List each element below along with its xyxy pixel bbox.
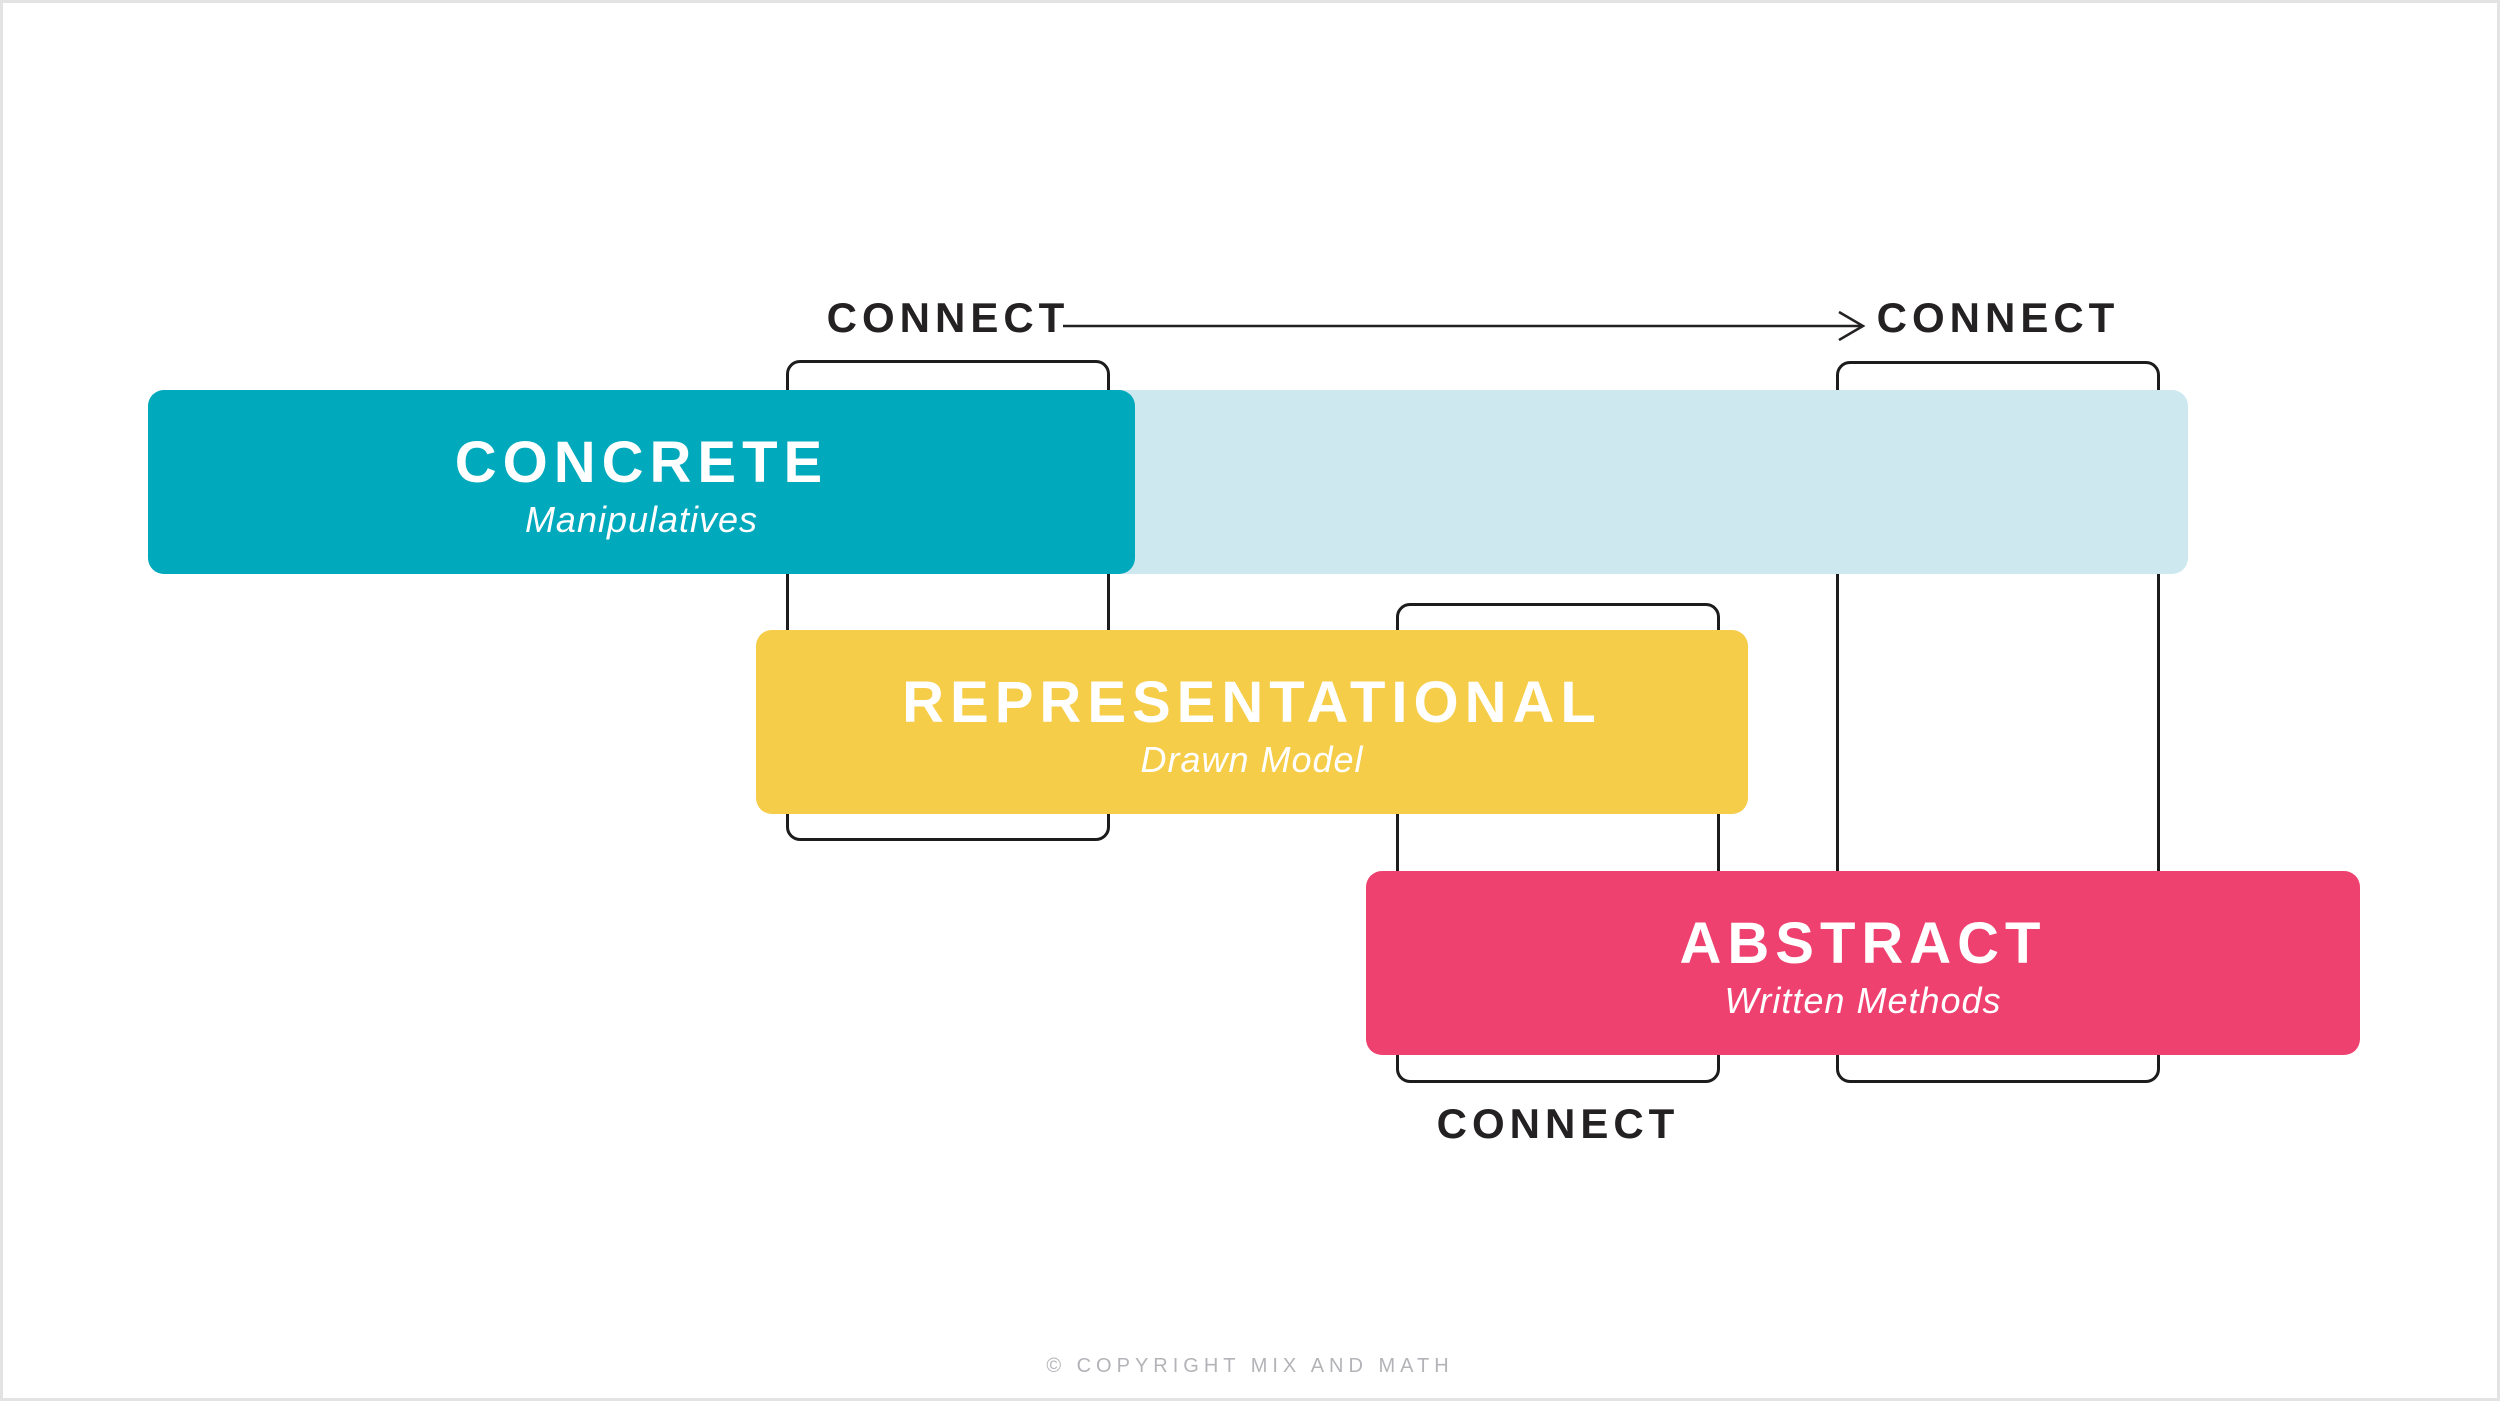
stage-subtitle-concrete: Manipulatives — [524, 499, 759, 540]
stage-title-concrete: CONCRETE — [454, 430, 829, 495]
stage-bar-abstract: ABSTRACT Written Methods — [1366, 871, 2360, 1055]
stage-subtitle-representational: Drawn Model — [1140, 739, 1364, 780]
connector-box-representational-abstract — [1396, 603, 1720, 1083]
connect-arrow — [1063, 310, 1866, 342]
stage-bar-abstract-content: ABSTRACT Written Methods — [1680, 915, 2047, 1019]
connect-label-bottom: CONNECT — [1436, 1100, 1680, 1147]
stage-bar-representational-content: REPRESENTATIONAL Drawn Model — [902, 674, 1602, 778]
stage-title-abstract: ABSTRACT — [1679, 911, 2047, 976]
connector-box-concrete-representational — [786, 360, 1110, 841]
connect-label-top-right: CONNECT — [1876, 294, 2120, 341]
stage-title-representational: REPRESENTATIONAL — [902, 670, 1602, 735]
connect-label-top-left: CONNECT — [826, 294, 1070, 341]
stage-bar-representational: REPRESENTATIONAL Drawn Model — [756, 630, 1748, 814]
stage-bar-concrete-content: CONCRETE Manipulatives — [455, 434, 828, 538]
connector-box-concrete-abstract — [1836, 361, 2160, 1083]
copyright-footer: © COPYRIGHT MIX AND MATH — [1046, 1355, 1454, 1377]
stage-bar-concrete: CONCRETE Manipulatives — [148, 390, 1135, 574]
stage-subtitle-abstract: Written Methods — [1724, 980, 2002, 1021]
